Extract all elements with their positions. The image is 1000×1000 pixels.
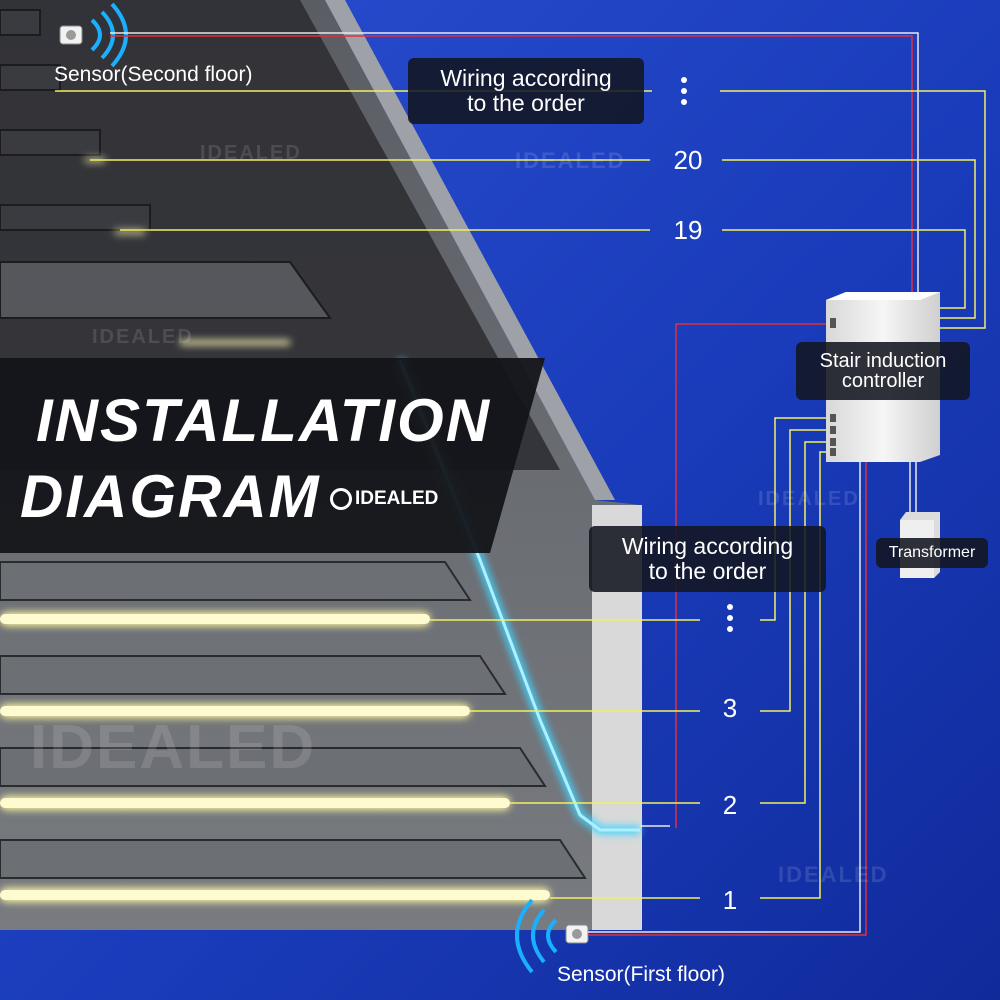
sensor-second-floor: [59, 2, 128, 68]
lower-strips: [0, 612, 550, 902]
sensor-second-floor-label: Sensor(Second floor): [54, 63, 253, 86]
sensor-wires: [110, 32, 919, 936]
wiring-note-top: Wiring according to the order: [408, 58, 644, 124]
step-number-2: 2: [722, 790, 738, 820]
stair-shadow-wall: [325, 0, 615, 500]
wiring-note-top-line-1: Wiring according: [440, 65, 612, 91]
step-number-3: 3: [722, 693, 738, 723]
title-banner: [0, 358, 545, 553]
transformer-wires: [909, 460, 917, 515]
transformer-label: Transformer: [876, 538, 988, 568]
wiring-note-top-line-2: to the order: [467, 90, 585, 116]
sensor-first-floor: [515, 898, 589, 974]
brand-ring-icon: [330, 488, 352, 510]
upper-steps: [0, 9, 332, 319]
lower-steps: [0, 561, 587, 879]
sensor-first-floor-label: Sensor(First floor): [557, 963, 726, 986]
controller-label-line-2: controller: [841, 370, 925, 392]
controller-label-line-1: Stair induction: [819, 350, 947, 372]
step-number-19: 19: [673, 215, 703, 245]
watermark-5: IDEALED: [30, 713, 317, 782]
brand-logo: IDEALED: [330, 488, 438, 510]
wiring-note-bottom-line-2: to the order: [648, 558, 767, 584]
watermark-6: IDEALED: [778, 862, 889, 887]
watermark-3: IDEALED: [92, 326, 194, 348]
brand-name: IDEALED: [355, 488, 439, 510]
ellipsis-bottom: [727, 604, 733, 637]
title-line-1: INSTALLATION: [36, 387, 492, 454]
step-number-20: 20: [673, 145, 703, 175]
top-step-wires: [55, 90, 986, 329]
watermark-1: IDEALED: [200, 142, 302, 164]
upper-dark-panel: [0, 0, 560, 470]
title-line-2: DIAGRAM: [20, 463, 321, 530]
wiring-note-bottom: Wiring according to the order: [589, 526, 826, 592]
ellipsis-top: [681, 77, 687, 110]
watermark-4: IDEALED: [758, 488, 860, 510]
watermark-2: IDEALED: [515, 148, 626, 173]
step-number-1: 1: [722, 885, 738, 915]
wiring-note-bottom-line-1: Wiring according: [621, 533, 794, 559]
controller-label: Stair induction controller: [796, 342, 970, 400]
